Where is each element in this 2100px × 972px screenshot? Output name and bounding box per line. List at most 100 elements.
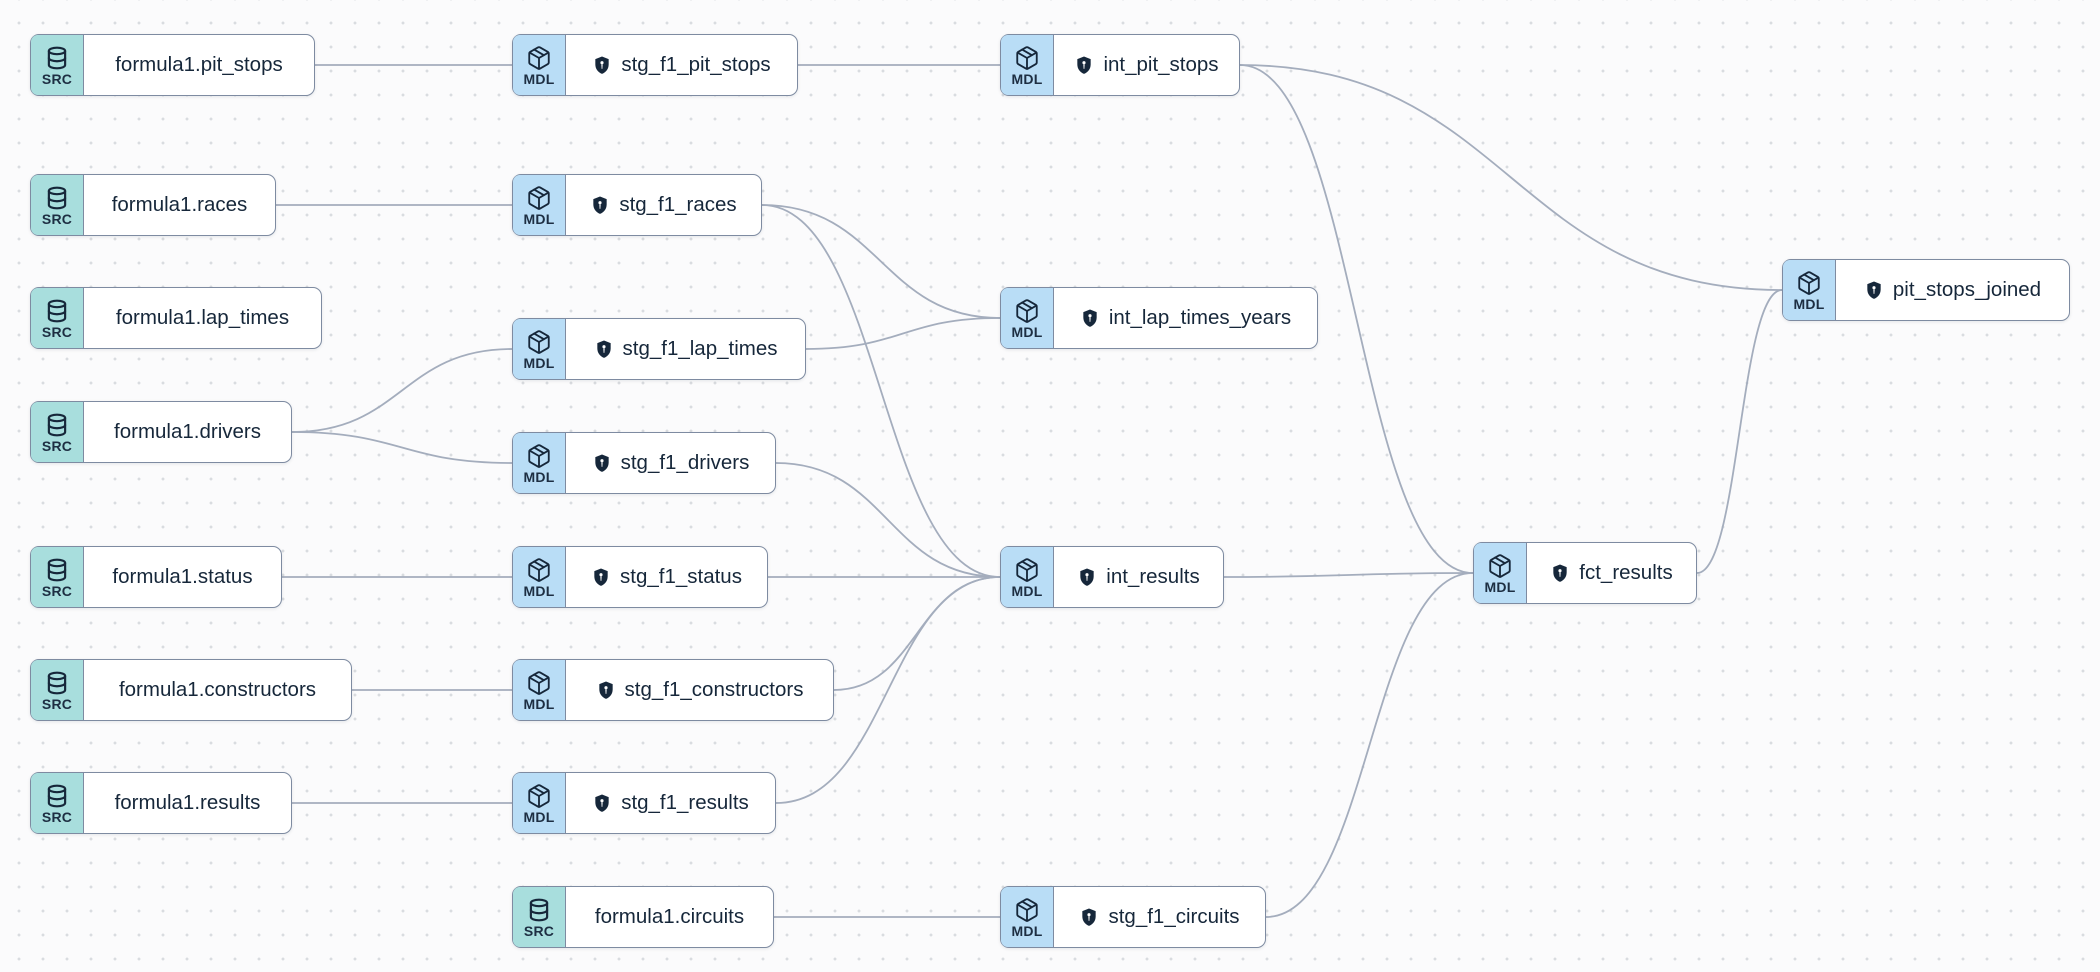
node-label-area: fct_results	[1527, 543, 1696, 603]
node-label: pit_stops_joined	[1892, 278, 2042, 301]
edge-stg_f1_drivers-to-int_results	[775, 462, 1001, 578]
node-label: stg_f1_results	[621, 791, 749, 814]
database-icon	[44, 557, 70, 583]
source-badge: SRC	[31, 35, 84, 95]
package-icon	[526, 557, 552, 583]
package-icon	[526, 45, 552, 71]
database-icon	[44, 185, 70, 211]
node-label: formula1.drivers	[114, 420, 261, 443]
node-stg_f1_constructors[interactable]: MDL stg_f1_constructors	[512, 659, 834, 721]
package-icon	[1014, 45, 1040, 71]
node-fct_results[interactable]: MDL fct_results	[1473, 542, 1697, 604]
node-label-area: int_pit_stops	[1054, 35, 1239, 95]
package-icon	[526, 185, 552, 211]
model-badge: MDL	[1001, 288, 1054, 348]
node-label-area: stg_f1_pit_stops	[566, 35, 797, 95]
database-icon	[526, 897, 552, 923]
badge-label: MDL	[523, 354, 555, 371]
node-label: formula1.lap_times	[115, 306, 290, 329]
node-label-area: stg_f1_lap_times	[566, 319, 805, 379]
package-icon	[526, 670, 552, 696]
node-label-area: formula1.pit_stops	[84, 35, 314, 95]
source-badge: SRC	[31, 660, 84, 720]
badge-label: MDL	[523, 695, 555, 712]
node-label: stg_f1_constructors	[624, 678, 804, 701]
edge-stg_f1_lap_times-to-int_lap_times_years	[805, 317, 1001, 350]
node-label: formula1.circuits	[594, 905, 745, 928]
model-badge: MDL	[513, 319, 566, 379]
shield-icon	[1864, 280, 1884, 300]
edge-stg_f1_races-to-int_lap_times_years	[761, 204, 1001, 319]
package-icon	[1014, 298, 1040, 324]
package-icon	[1014, 897, 1040, 923]
model-badge: MDL	[1001, 887, 1054, 947]
node-label: fct_results	[1579, 561, 1673, 584]
database-icon	[44, 412, 70, 438]
badge-label: MDL	[523, 210, 555, 227]
model-badge: MDL	[513, 660, 566, 720]
database-icon	[44, 298, 70, 324]
node-label: formula1.races	[111, 193, 248, 216]
node-label: stg_f1_drivers	[620, 451, 750, 474]
node-src_formula1_drivers[interactable]: SRC formula1.drivers	[30, 401, 292, 463]
shield-icon	[1074, 55, 1094, 75]
shield-icon	[591, 567, 611, 587]
database-icon	[44, 670, 70, 696]
source-badge: SRC	[31, 288, 84, 348]
badge-label: MDL	[523, 808, 555, 825]
node-src_formula1_circuits[interactable]: SRC formula1.circuits	[512, 886, 774, 948]
node-int_lap_times_years[interactable]: MDL int_lap_times_years	[1000, 287, 1318, 349]
node-label-area: int_results	[1054, 547, 1223, 607]
node-src_formula1_constructors[interactable]: SRC formula1.constructors	[30, 659, 352, 721]
node-label: int_lap_times_years	[1108, 306, 1292, 329]
shield-icon	[1080, 308, 1100, 328]
shield-icon	[1550, 563, 1570, 583]
node-label-area: stg_f1_status	[566, 547, 767, 607]
package-icon	[1014, 557, 1040, 583]
source-badge: SRC	[31, 175, 84, 235]
node-src_formula1_races[interactable]: SRC formula1.races	[30, 174, 276, 236]
model-badge: MDL	[513, 773, 566, 833]
source-badge: SRC	[31, 547, 84, 607]
shield-icon	[1077, 567, 1097, 587]
badge-label: MDL	[1793, 295, 1825, 312]
package-icon	[526, 329, 552, 355]
node-stg_f1_results[interactable]: MDL stg_f1_results	[512, 772, 776, 834]
node-int_results[interactable]: MDL int_results	[1000, 546, 1224, 608]
package-icon	[526, 443, 552, 469]
node-label-area: formula1.races	[84, 175, 275, 235]
shield-icon	[592, 793, 612, 813]
edge-stg_f1_results-to-int_results	[775, 576, 1001, 804]
model-badge: MDL	[513, 175, 566, 235]
shield-icon	[592, 55, 612, 75]
shield-icon	[590, 195, 610, 215]
model-badge: MDL	[1474, 543, 1527, 603]
node-pit_stops_joined[interactable]: MDL pit_stops_joined	[1782, 259, 2070, 321]
source-badge: SRC	[513, 887, 566, 947]
node-label-area: stg_f1_constructors	[566, 660, 833, 720]
node-src_formula1_lap_times[interactable]: SRC formula1.lap_times	[30, 287, 322, 349]
badge-label: MDL	[523, 70, 555, 87]
node-label-area: int_lap_times_years	[1054, 288, 1317, 348]
node-label-area: stg_f1_results	[566, 773, 775, 833]
badge-label: SRC	[41, 437, 73, 454]
node-stg_f1_pit_stops[interactable]: MDL stg_f1_pit_stops	[512, 34, 798, 96]
node-label: formula1.constructors	[118, 678, 317, 701]
shield-icon	[1079, 907, 1099, 927]
edge-stg_f1_races-to-int_results	[761, 204, 1001, 578]
model-badge: MDL	[513, 433, 566, 493]
node-label-area: formula1.results	[84, 773, 291, 833]
node-stg_f1_drivers[interactable]: MDL stg_f1_drivers	[512, 432, 776, 494]
node-stg_f1_lap_times[interactable]: MDL stg_f1_lap_times	[512, 318, 806, 380]
node-label: stg_f1_status	[620, 565, 742, 588]
badge-label: MDL	[1011, 582, 1043, 599]
